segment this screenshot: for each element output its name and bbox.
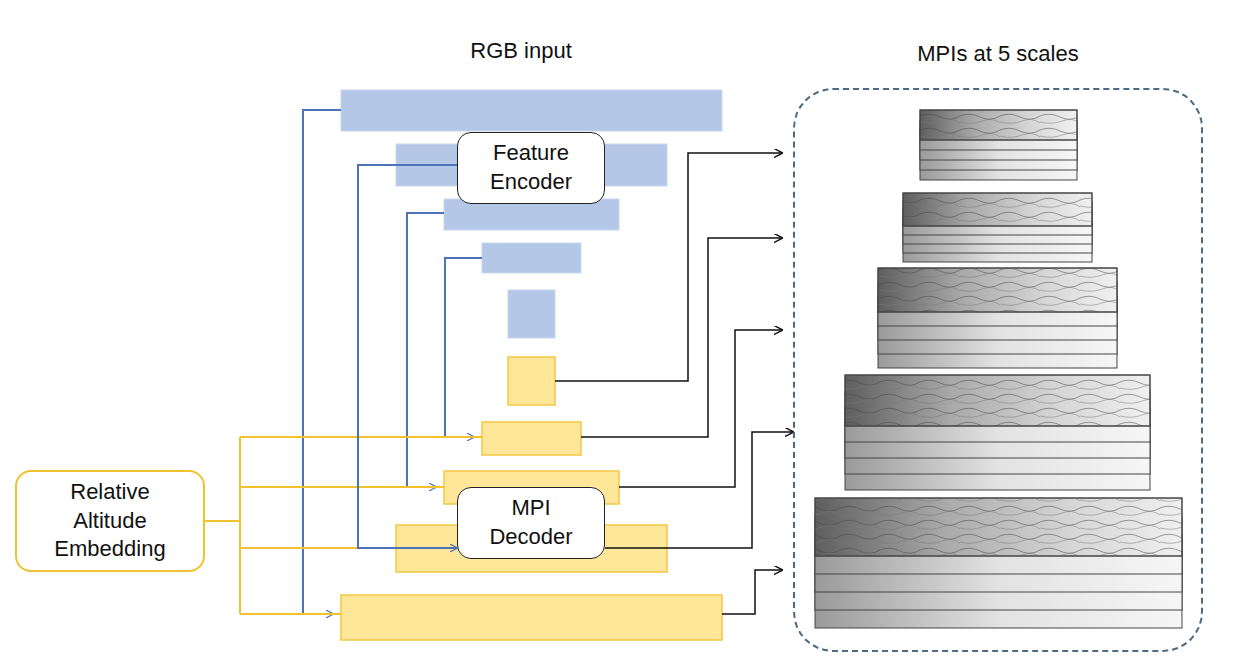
embedding-lines: [240, 437, 482, 614]
region-heading: MPIs at 5 scales: [795, 40, 1201, 69]
embedding-connector: [205, 521, 457, 548]
encoder-box: Feature Encoder: [457, 132, 605, 203]
skip-connector: [358, 165, 457, 548]
mpi-stack: [815, 498, 1182, 628]
mpi-stack: [903, 193, 1092, 262]
box-text: MPI Decoder: [472, 494, 590, 551]
mpi-region: MPIs at 5 scales: [793, 88, 1203, 652]
encoder-bars: [341, 90, 722, 338]
skip-lines: [303, 110, 482, 614]
decoder-box: MPI Decoder: [457, 487, 605, 558]
mpi-stack: [845, 375, 1150, 490]
box-text: Feature Encoder: [472, 139, 590, 196]
embedding-box: Relative Altitude Embedding: [15, 470, 205, 572]
output-arrow: [605, 432, 793, 548]
input-label: RGB input: [470, 37, 572, 66]
mpi-stack: [878, 268, 1117, 368]
mpi-stack: [920, 110, 1077, 180]
box-text: Relative Altitude Embedding: [35, 478, 185, 564]
decoder-bars: [341, 357, 722, 640]
